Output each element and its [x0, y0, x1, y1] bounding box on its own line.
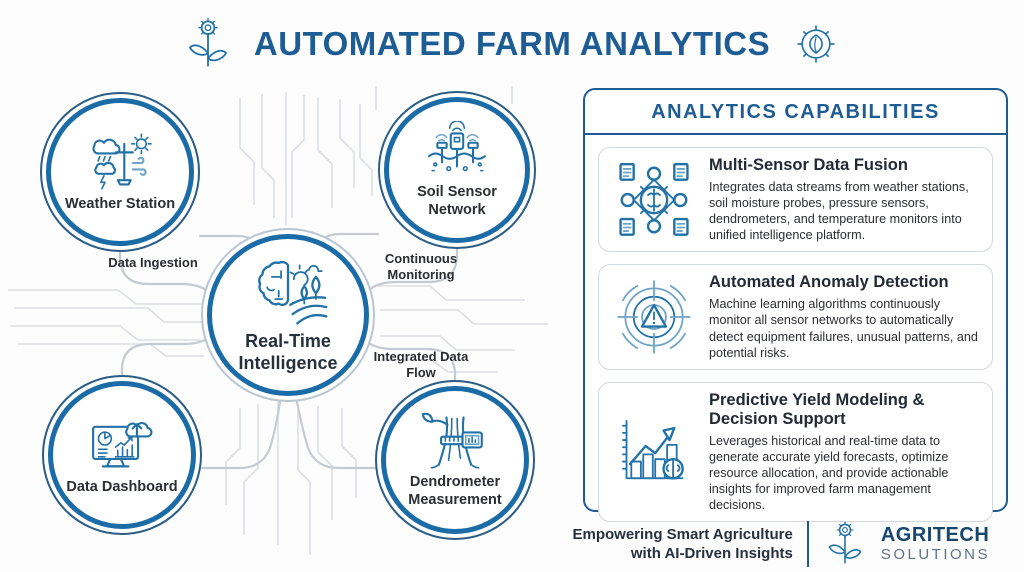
- edge-label-integrated-data-flow: Integrated Data Flow: [373, 349, 469, 381]
- brand-name: AGRITECH: [880, 523, 990, 546]
- data-dashboard-icon: [92, 421, 153, 468]
- card-multi-sensor-data-fusion: Multi-Sensor Data Fusion Integrates data…: [598, 147, 993, 253]
- soil-sensor-icon: [428, 121, 486, 172]
- edge-label-continuous-monitoring: Continuous Monitoring: [384, 251, 458, 283]
- page-header: AUTOMATED FARM ANALYTICS: [0, 12, 1024, 76]
- panel-body: Multi-Sensor Data Fusion Integrates data…: [585, 135, 1006, 534]
- card-description: Leverages historical and real-time data …: [709, 433, 949, 513]
- card-title: Predictive Yield Modeling & Decision Sup…: [709, 390, 925, 428]
- node-label: Real-Time Intelligence: [238, 330, 338, 373]
- card-predictive-yield-modeling: Predictive Yield Modeling & Decision Sup…: [598, 381, 993, 523]
- card-title: Automated Anomaly Detection: [709, 273, 949, 292]
- brand-subtitle: SOLUTIONS: [880, 545, 990, 563]
- footer-tagline: Empowering Smart Agriculture with AI-Dri…: [572, 525, 793, 563]
- document-glyphs: [619, 162, 689, 236]
- page-title: AUTOMATED FARM ANALYTICS: [253, 25, 771, 62]
- sensor-fusion-icon: [619, 162, 689, 236]
- node-label: Data Dashboard: [66, 478, 178, 495]
- edge-label-data-ingestion: Data Ingestion: [108, 255, 198, 270]
- dendrometer-icon: [421, 412, 483, 469]
- anomaly-radar-icon: [617, 280, 691, 354]
- node-label: Dendrometer Measurement: [408, 474, 502, 508]
- card-automated-anomaly-detection: Automated Anomaly Detection Machine lear…: [598, 264, 993, 370]
- weather-station-icon: [92, 133, 152, 190]
- agritech-logo-icon: [823, 519, 867, 569]
- node-dendrometer: Dendrometer Measurement: [375, 380, 535, 540]
- node-label: Weather Station: [64, 195, 176, 212]
- node-soil-sensor-network: Soil Sensor Network: [378, 91, 536, 249]
- gear-leaf-icon: [797, 25, 835, 63]
- node-data-dashboard: Data Dashboard: [42, 375, 202, 535]
- node-label: Soil Sensor Network: [417, 184, 497, 218]
- footer: Empowering Smart Agriculture with AI-Dri…: [573, 519, 991, 569]
- node-real-time-intelligence: Real-Time Intelligence: [201, 228, 375, 402]
- node-weather-station: Weather Station: [40, 92, 200, 252]
- card-title: Multi-Sensor Data Fusion: [709, 156, 908, 174]
- card-description: Integrates data streams from weather sta…: [709, 179, 969, 243]
- brand-block: AGRITECH SOLUTIONS: [880, 523, 990, 564]
- yield-forecast-icon: [622, 420, 684, 480]
- analytics-capabilities-panel: ANALYTICS CAPABILITIES: [583, 88, 1008, 523]
- card-description: Machine learning algorithms continuously…: [709, 297, 978, 360]
- panel-header: ANALYTICS CAPABILITIES: [585, 90, 1006, 135]
- brain-farm-icon: [258, 260, 328, 325]
- panel-title: ANALYTICS CAPABILITIES: [651, 101, 940, 123]
- footer-divider: [806, 521, 809, 567]
